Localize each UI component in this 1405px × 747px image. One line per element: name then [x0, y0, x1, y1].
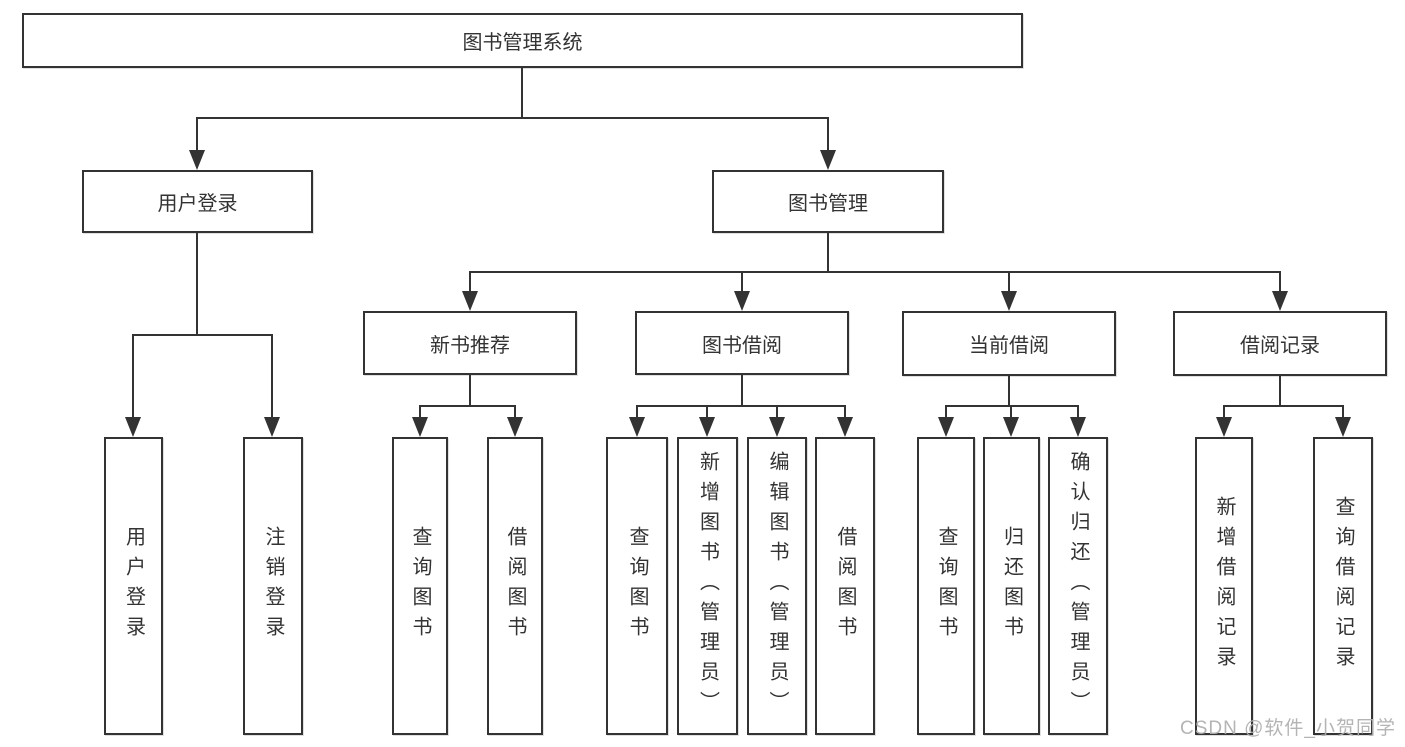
node-leaf-query-book-1: 查询图书: [392, 437, 448, 735]
node-label-leaf-query-book-3: 查询图书: [935, 526, 957, 646]
connector-stem-5: [1008, 375, 1010, 406]
connector-drop-2-0: [469, 272, 471, 297]
connector-drop-0-1: [827, 118, 829, 156]
connector-stem-6: [1279, 375, 1281, 406]
node-label-leaf-query-book-1: 查询图书: [409, 526, 431, 646]
node-label-book-mgmt: 图书管理: [788, 193, 868, 215]
node-leaf-query-record: 查询借阅记录: [1313, 437, 1373, 735]
arrow-down-icon-0-1: [820, 150, 836, 170]
node-leaf-edit-book: 编辑图书（管理员）: [747, 437, 807, 735]
node-root: 图书管理系统: [22, 13, 1023, 68]
connector-drop-3-0: [419, 406, 421, 423]
node-label-leaf-query-record: 查询借阅记录: [1332, 496, 1354, 676]
connector-drop-2-2: [1008, 272, 1010, 297]
node-new-book-rec: 新书推荐: [363, 311, 577, 375]
node-book-mgmt: 图书管理: [712, 170, 944, 233]
connector-drop-2-3: [1279, 272, 1281, 297]
node-label-borrow-records: 借阅记录: [1240, 335, 1320, 357]
node-label-current-borrow: 当前借阅: [969, 335, 1049, 357]
node-label-leaf-borrow-book-2: 借阅图书: [834, 526, 856, 646]
node-borrow-records: 借阅记录: [1173, 311, 1387, 376]
connector-stem-1: [196, 233, 198, 335]
connector-drop-4-0: [636, 406, 638, 423]
connector-drop-1-1: [271, 335, 273, 423]
connector-stem-2: [827, 233, 829, 272]
connector-drop-2-1: [741, 272, 743, 297]
node-leaf-user-login: 用户登录: [104, 437, 163, 735]
connector-drop-4-1: [706, 406, 708, 423]
arrow-down-icon-2-0: [462, 291, 478, 311]
arrow-down-icon-2-3: [1272, 291, 1288, 311]
arrow-down-icon-4-0: [629, 417, 645, 437]
connector-stem-4: [741, 375, 743, 406]
node-leaf-borrow-book-1: 借阅图书: [487, 437, 543, 735]
arrow-down-icon-2-1: [734, 291, 750, 311]
node-book-borrow: 图书借阅: [635, 311, 849, 375]
node-leaf-query-book-3: 查询图书: [917, 437, 975, 735]
arrow-down-icon-4-2: [769, 417, 785, 437]
node-label-book-borrow: 图书借阅: [702, 334, 782, 357]
node-label-user-login: 用户登录: [157, 193, 238, 215]
connector-drop-6-1: [1342, 406, 1344, 423]
node-leaf-confirm-return: 确认归还（管理员）: [1048, 437, 1108, 735]
arrow-down-icon-1-1: [264, 417, 280, 437]
node-leaf-query-book-2: 查询图书: [606, 437, 668, 735]
connector-drop-4-3: [844, 406, 846, 423]
connector-drop-5-0: [945, 406, 947, 423]
connector-drop-6-0: [1223, 406, 1225, 423]
connector-bar-4: [636, 405, 846, 407]
node-label-leaf-borrow-book-1: 借阅图书: [504, 526, 526, 646]
arrow-down-icon-0-0: [189, 150, 205, 170]
node-label-leaf-add-record: 新增借阅记录: [1213, 496, 1235, 676]
arrow-down-icon-1-0: [125, 417, 141, 437]
connector-bar-0: [196, 117, 829, 119]
node-leaf-borrow-book-2: 借阅图书: [815, 437, 875, 735]
connector-bar-2: [469, 271, 1281, 273]
arrow-down-icon-4-1: [699, 417, 715, 437]
arrow-down-icon-3-0: [412, 417, 428, 437]
node-label-leaf-logout: 注销登录: [262, 526, 284, 646]
node-leaf-return-book: 归还图书: [983, 437, 1040, 735]
arrow-down-icon-2-2: [1001, 291, 1017, 311]
node-current-borrow: 当前借阅: [902, 311, 1116, 376]
node-label-new-book-rec: 新书推荐: [430, 334, 510, 357]
node-leaf-logout: 注销登录: [243, 437, 303, 735]
connector-drop-1-0: [132, 335, 134, 423]
connector-stem-3: [469, 375, 471, 406]
node-leaf-add-record: 新增借阅记录: [1195, 437, 1253, 735]
arrow-down-icon-4-3: [837, 417, 853, 437]
connector-stem-0: [521, 68, 523, 118]
connector-drop-5-2: [1077, 406, 1079, 423]
node-label-leaf-query-book-2: 查询图书: [626, 526, 648, 646]
arrow-down-icon-6-0: [1216, 417, 1232, 437]
connector-bar-5: [945, 405, 1079, 407]
node-leaf-add-book: 新增图书（管理员）: [677, 437, 738, 735]
node-user-login: 用户登录: [82, 170, 313, 233]
arrow-down-icon-5-2: [1070, 417, 1086, 437]
node-label-leaf-add-book: 新增图书（管理员）: [696, 451, 719, 721]
node-label-root: 图书管理系统: [462, 32, 583, 54]
node-label-leaf-user-login: 用户登录: [122, 526, 145, 646]
arrow-down-icon-5-0: [938, 417, 954, 437]
csdn-watermark: CSDN @软件_小贺同学: [1180, 718, 1396, 739]
arrow-down-icon-5-1: [1003, 417, 1019, 437]
connector-drop-3-1: [514, 406, 516, 423]
node-label-leaf-return-book: 归还图书: [1000, 526, 1023, 646]
arrow-down-icon-3-1: [507, 417, 523, 437]
connector-bar-1: [132, 334, 273, 336]
arrow-down-icon-6-1: [1335, 417, 1351, 437]
connector-bar-3: [419, 405, 516, 407]
node-label-leaf-edit-book: 编辑图书（管理员）: [766, 451, 788, 721]
connector-drop-4-2: [776, 406, 778, 423]
connector-drop-0-0: [196, 118, 198, 156]
connector-drop-5-1: [1010, 406, 1012, 423]
connector-bar-6: [1223, 405, 1344, 407]
node-label-leaf-confirm-return: 确认归还（管理员）: [1067, 451, 1089, 721]
